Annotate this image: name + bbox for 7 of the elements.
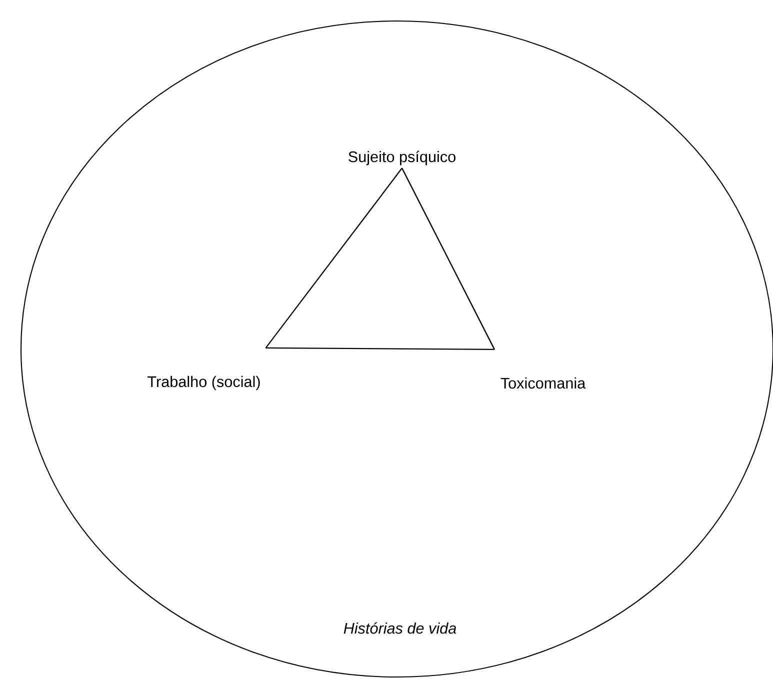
ellipse-label: Histórias de vida (344, 622, 456, 634)
triangle-side (266, 347, 494, 350)
vertex-label: Toxicomania (500, 377, 586, 389)
triangle-side (401, 168, 495, 350)
triangle-side (265, 168, 402, 348)
vertex-label: Trabalho (social) (148, 376, 260, 390)
vertex-label: Sujeito psíquico (348, 150, 456, 166)
